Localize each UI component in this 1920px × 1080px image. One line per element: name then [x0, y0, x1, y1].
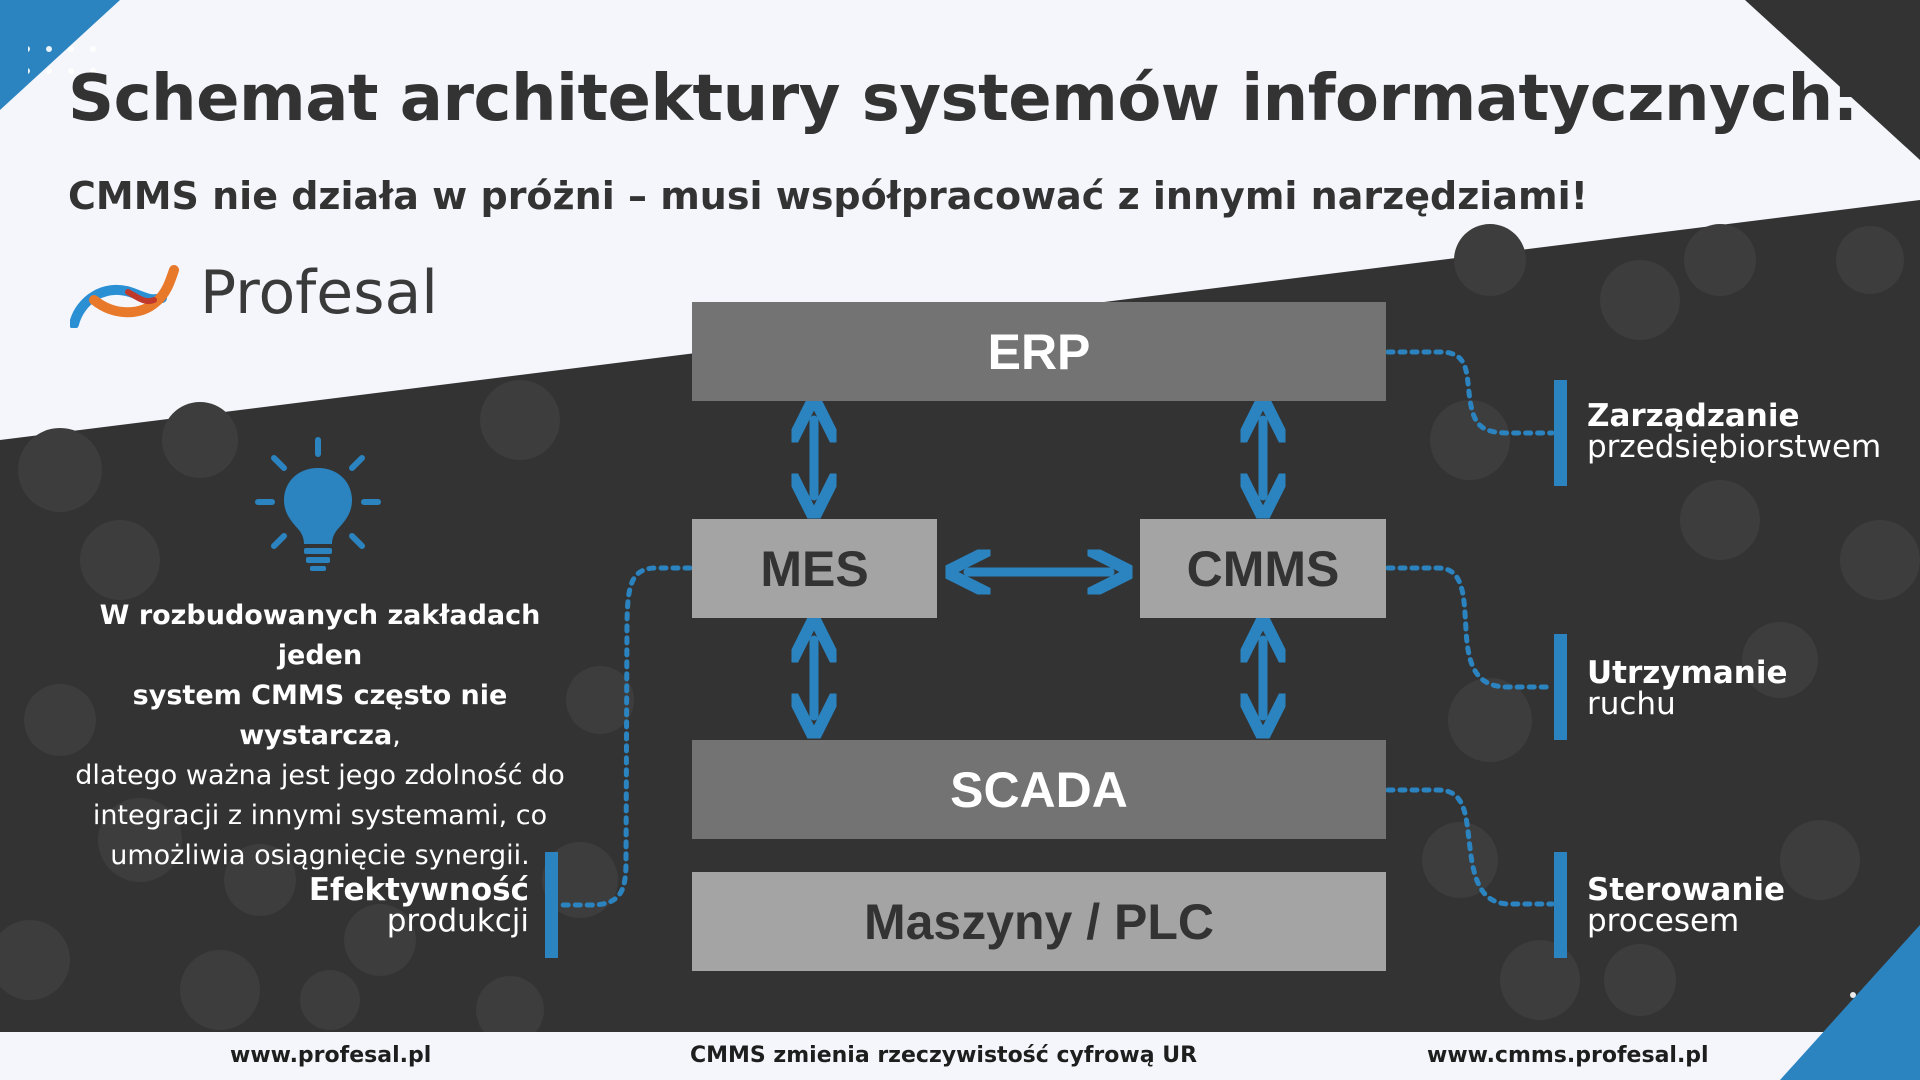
footer-link-profesal[interactable]: www.profesal.pl: [230, 1043, 432, 1068]
plc-label: Maszyny / PLC: [863, 893, 1215, 950]
footer-tagline: CMMS zmienia rzeczywistość cyfrową UR: [690, 1043, 1198, 1068]
accent-bar-efektywnosc: [545, 852, 558, 958]
accent-bar-sterowanie: [1554, 852, 1567, 958]
scada-box: SCADA: [692, 740, 1386, 839]
info-line5: umożliwia osiągnięcie synergii.: [110, 840, 530, 871]
accent-bar-utrzymanie: [1554, 634, 1567, 740]
label-efektywnosc-bold: Efektywność: [308, 872, 529, 908]
info-strong-line2: system CMMS często nie wystarcza: [132, 680, 508, 751]
cmms-label: CMMS: [1186, 540, 1340, 597]
label-efektywnosc-normal: produkcji: [386, 903, 529, 939]
label-utrzymanie-normal: ruchu: [1587, 686, 1676, 722]
dotted-connector-erp: [1385, 349, 1555, 436]
erp-label: ERP: [987, 323, 1091, 380]
mes-label: MES: [760, 540, 869, 597]
info-comma: ,: [392, 720, 401, 751]
label-sterowanie-normal: procesem: [1587, 903, 1740, 939]
mes-box: MES: [692, 519, 937, 618]
page-title: Schemat architektury systemów informatyc…: [68, 62, 1858, 136]
cmms-box: CMMS: [1140, 519, 1386, 618]
erp-box: ERP: [692, 302, 1386, 401]
plc-box: Maszyny / PLC: [692, 872, 1386, 971]
label-utrzymanie: Utrzymanie ruchu: [1587, 658, 1787, 720]
dotted-connector-mes: [557, 565, 693, 908]
info-line4: integracji z innymi systemami, co: [92, 800, 548, 831]
info-paragraph: W rozbudowanych zakładach jeden system C…: [60, 596, 580, 876]
info-line3: dlatego ważna jest jego zdolność do: [75, 760, 565, 791]
accent-bar-zarzadzanie: [1554, 380, 1567, 486]
label-sterowanie-bold: Sterowanie: [1587, 872, 1786, 908]
dotted-connector-scada: [1385, 787, 1555, 907]
label-sterowanie: Sterowanie procesem: [1587, 875, 1785, 937]
scada-label: SCADA: [950, 761, 1128, 818]
label-zarzadzanie-normal: przedsiębiorstwem: [1587, 429, 1882, 465]
profesal-swoosh-logo-icon: [70, 265, 179, 328]
label-zarzadzanie-bold: Zarządzanie: [1587, 398, 1800, 434]
dotted-connector-cmms: [1385, 565, 1555, 690]
lightbulb-icon: [255, 437, 381, 571]
label-zarzadzanie: Zarządzanie przedsiębiorstwem: [1587, 401, 1881, 463]
label-utrzymanie-bold: Utrzymanie: [1587, 655, 1788, 691]
label-efektywnosc: Efektywność produkcji: [300, 875, 529, 937]
info-strong-line1: W rozbudowanych zakładach jeden: [99, 600, 541, 671]
page-subtitle: CMMS nie działa w próżni – musi współpra…: [68, 174, 1588, 218]
brand-name: Profesal: [200, 258, 438, 328]
footer-link-cmms[interactable]: www.cmms.profesal.pl: [1427, 1043, 1709, 1068]
